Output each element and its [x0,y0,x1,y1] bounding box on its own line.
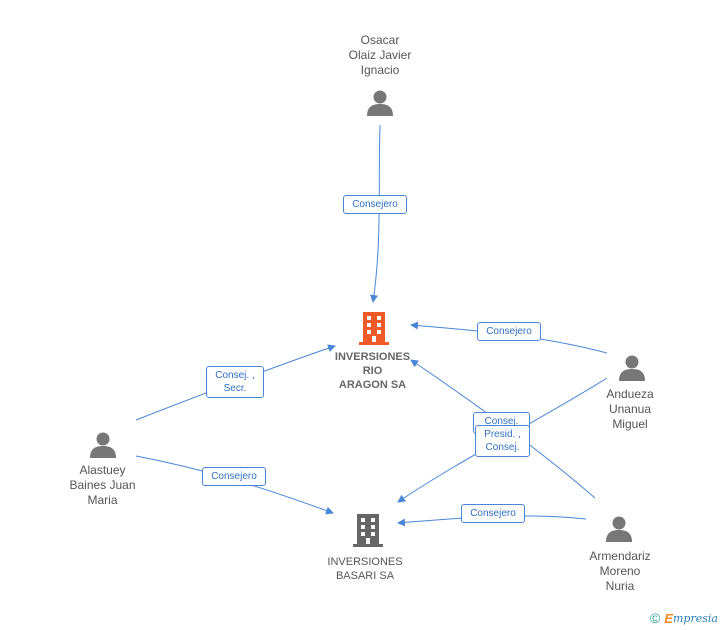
person-icon[interactable] [618,353,646,381]
node-label-armendariz[interactable]: Armendariz Moreno Nuria [589,549,651,593]
node-label-rio-aragon[interactable]: INVERSIONES RIO ARAGON SA [334,351,411,391]
brand-name: mpresia [673,611,718,625]
person-icon[interactable] [366,88,394,116]
person-icon[interactable] [605,514,633,542]
edge-label-andueza-basari[interactable]: Presid. , Consej. [475,425,530,457]
node-label-alastuey[interactable]: Alastuey Baines Juan Maria [69,463,136,507]
edge-osacar-rio [370,124,381,303]
copyright-icon: © [650,610,661,626]
edge-label-alastuey-basari[interactable]: Consejero [202,467,266,486]
edge-label-osacar-rio[interactable]: Consejero [343,195,407,214]
node-label-andueza[interactable]: Andueza Unanua Miguel [606,387,654,431]
edge-label-armendariz-basari[interactable]: Consejero [461,504,525,523]
edge-label-andueza-rio[interactable]: Consejero [477,322,541,341]
building-icon[interactable] [352,513,384,547]
person-icon[interactable] [89,430,117,458]
edge-label-alastuey-rio[interactable]: Consej. , Secr. [206,366,264,398]
brand-initial: E [664,610,673,626]
node-label-osacar[interactable]: Osacar Olaiz Javier Ignacio [348,33,412,77]
node-label-basari[interactable]: INVERSIONES BASARI SA [327,556,403,582]
building-icon-main[interactable] [358,311,390,345]
empresia-footer: © E mpresia [650,610,718,626]
